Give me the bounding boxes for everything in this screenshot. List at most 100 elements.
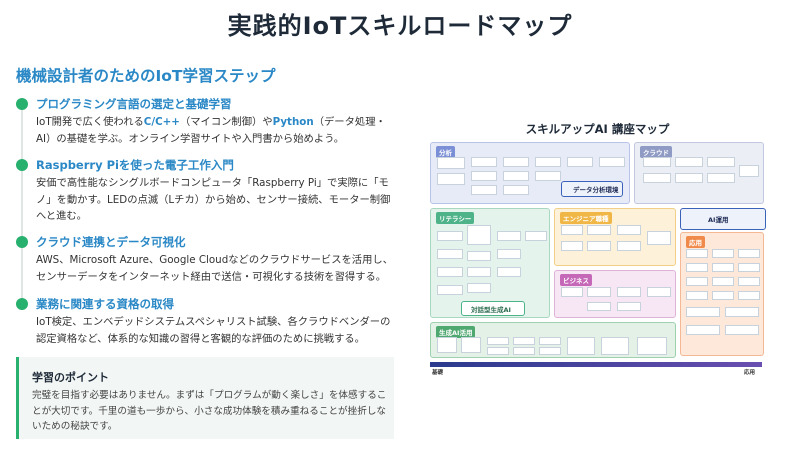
step-body: AWS、Microsoft Azure、Google Cloudなどのクラウドサ… — [36, 254, 393, 283]
roadmap-axis — [430, 362, 762, 367]
panel-label: ビジネス — [560, 274, 592, 286]
course-box — [675, 157, 703, 167]
course-box — [497, 249, 521, 259]
step-dot — [16, 159, 28, 171]
course-box — [643, 173, 671, 183]
course-box — [567, 157, 593, 167]
course-box — [725, 325, 759, 335]
course-box — [437, 249, 463, 259]
course-box — [712, 291, 734, 300]
step-body-text: （マイコン制御）や — [179, 116, 273, 128]
course-box — [712, 277, 734, 286]
tip-box: 学習のポイント 完璧を目指す必要はありません。まずは「プログラムが動く楽しさ」を… — [16, 357, 394, 439]
course-box — [712, 249, 734, 258]
course-box — [686, 263, 708, 272]
course-box — [587, 287, 611, 297]
step-dot — [16, 236, 28, 248]
ai-ops-box — [680, 208, 766, 230]
step-heading: クラウド連携とデータ可視化 — [36, 235, 186, 249]
course-box — [561, 241, 583, 251]
course-box — [497, 267, 521, 277]
course-box — [497, 231, 521, 241]
course-box — [461, 337, 481, 353]
panel-label: クラウド — [640, 146, 672, 158]
course-box — [686, 277, 708, 286]
step-1: プログラミング言語の選定と基礎学習 IoT開発で広く使われるC/C++（マイコン… — [16, 96, 396, 146]
highlight-cpp: C/C++ — [143, 116, 180, 128]
course-box — [467, 267, 491, 277]
roadmap-title: スキルアップAI 講座マップ — [525, 122, 670, 136]
step-body-text: IoT開発で広く使われる — [36, 116, 144, 128]
course-box — [617, 241, 641, 251]
data-env-label: データ分析環境 — [573, 186, 619, 194]
course-box — [535, 171, 561, 181]
course-box — [587, 225, 611, 235]
course-box — [567, 337, 595, 355]
step-heading: 業務に関連する資格の取得 — [36, 297, 174, 311]
course-box — [738, 263, 760, 272]
course-box — [513, 347, 535, 355]
course-box — [647, 231, 671, 245]
course-box — [437, 157, 465, 169]
course-box — [437, 285, 463, 295]
course-box — [686, 325, 720, 335]
genai-center-box — [461, 301, 525, 316]
course-box — [437, 231, 463, 241]
course-box — [535, 157, 561, 167]
course-box — [471, 171, 497, 181]
panel-literacy: リテラシー 対話型生成AI — [430, 208, 550, 318]
course-box — [601, 337, 629, 355]
course-box — [471, 185, 497, 195]
course-box — [561, 287, 583, 297]
axis-label-left: 基礎 — [432, 370, 444, 376]
panel-applied: 応用 — [680, 232, 764, 356]
ai-ops-label: AI運用 — [708, 216, 729, 224]
course-box — [487, 347, 509, 355]
course-box — [739, 165, 759, 177]
course-box — [647, 287, 671, 297]
step-body: IoT検定、エンベデッドシステムスペシャリスト試験、各クラウドベンダーの認定資格… — [36, 316, 391, 345]
course-box — [643, 157, 671, 167]
course-box — [712, 263, 734, 272]
step-4: 業務に関連する資格の取得 IoT検定、エンベデッドシステムスペシャリスト試験、各… — [16, 296, 396, 346]
panel-label: エンジニア職種 — [560, 212, 612, 224]
course-box — [617, 287, 641, 297]
tip-body: 完璧を目指す必要はありません。まずは「プログラムが動く楽しさ」を体感することが大… — [32, 390, 387, 432]
course-box — [738, 277, 760, 286]
course-box — [467, 251, 491, 261]
panel-analysis: 分析 データ分析環境 — [430, 142, 630, 204]
course-box — [539, 347, 561, 355]
course-box — [599, 157, 625, 167]
panel-label: 応用 — [686, 236, 705, 248]
step-body: IoT開発で広く使われるC/C++（マイコン制御）やPython（データ処理・A… — [36, 114, 396, 147]
course-box — [503, 171, 529, 181]
step-2: Raspberry Piを使った電子工作入門 安価で高性能なシングルボードコンピ… — [16, 157, 396, 223]
step-dot — [16, 298, 28, 310]
course-box — [561, 225, 583, 235]
course-box — [686, 307, 720, 317]
course-box — [539, 337, 561, 345]
timeline-line — [21, 100, 23, 310]
page-title: 実践的IoTスキルロードマップ — [227, 12, 573, 40]
section-title: 機械設計者のためのIoT学習ステップ — [16, 67, 276, 85]
course-box — [686, 249, 708, 258]
step-dot — [16, 98, 28, 110]
course-box — [675, 173, 703, 183]
step-body: 安価で高性能なシングルボードコンピュータ「Raspberry Pi」で実際に「モ… — [36, 177, 391, 223]
panel-business: ビジネス — [554, 270, 676, 318]
tip-title: 学習のポイント — [32, 371, 109, 384]
roadmap-figure: スキルアップAI 講座マップ 分析 データ分析環境 クラウド リテラシー — [420, 118, 775, 380]
course-box — [707, 173, 735, 183]
course-box — [467, 225, 491, 245]
panel-label: 分析 — [436, 146, 455, 158]
course-box — [587, 241, 611, 251]
course-box — [738, 291, 760, 300]
course-box — [707, 157, 735, 167]
step-heading: プログラミング言語の選定と基礎学習 — [36, 97, 232, 111]
course-box — [587, 302, 611, 311]
course-box — [738, 249, 760, 258]
course-box — [617, 225, 641, 235]
panel-engineer: エンジニア職種 — [554, 208, 676, 266]
panel-label: リテラシー — [436, 212, 475, 224]
course-box — [525, 231, 547, 241]
